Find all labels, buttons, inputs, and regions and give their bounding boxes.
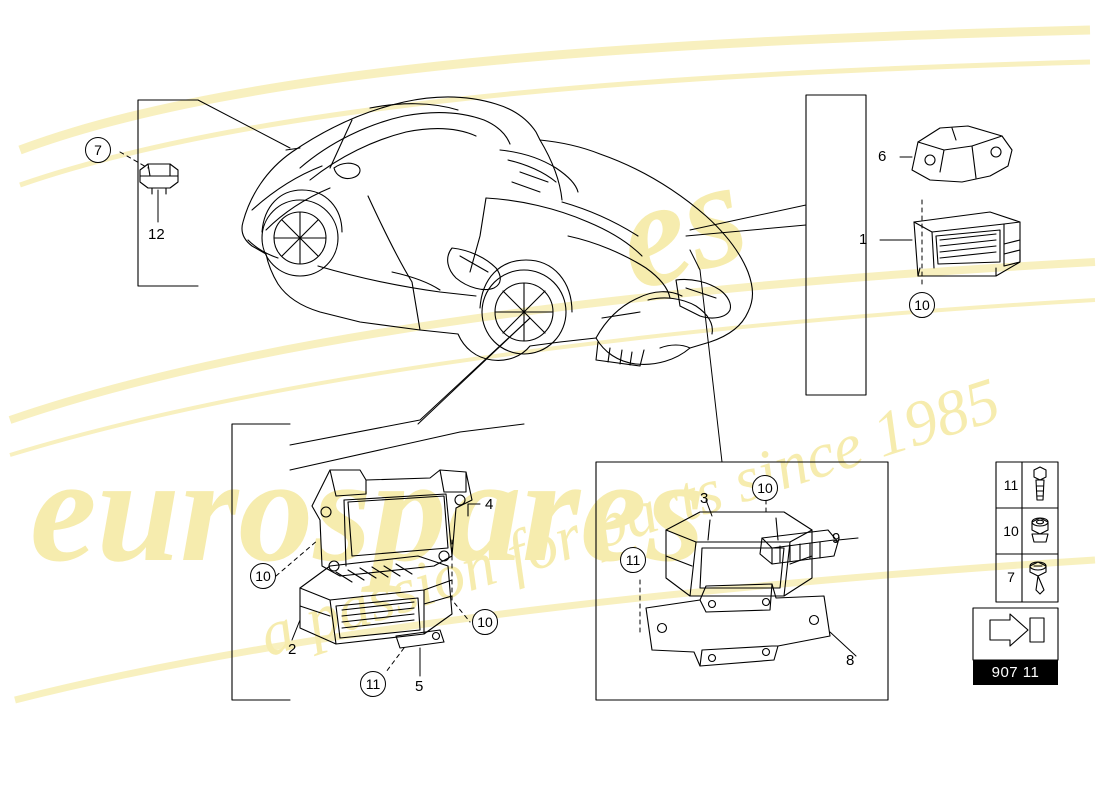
screw-icon — [1029, 561, 1047, 595]
callout-10-b[interactable]: 10 — [250, 563, 276, 589]
callout-8[interactable]: 8 — [846, 652, 855, 669]
group-box-bottom-left — [231, 317, 531, 701]
group-box-top-left — [119, 99, 291, 287]
arrow-marker-icon — [989, 613, 1045, 647]
callout-10-a[interactable]: 10 — [909, 292, 935, 318]
hex-nut-icon — [1031, 517, 1049, 543]
car-illustration — [241, 96, 754, 367]
callout-11-a[interactable]: 11 — [360, 671, 386, 697]
hex-bolt-icon — [1033, 466, 1047, 501]
callout-10-c[interactable]: 10 — [472, 609, 498, 635]
callout-3[interactable]: 3 — [700, 490, 709, 507]
callout-9[interactable]: 9 — [832, 530, 841, 547]
callout-7[interactable]: 7 — [85, 137, 111, 163]
callout-12[interactable]: 12 — [148, 226, 165, 243]
marker-box — [972, 607, 1059, 661]
legend-row-1-number: 10 — [1003, 523, 1019, 539]
callout-4[interactable]: 4 — [485, 496, 494, 513]
callout-1[interactable]: 1 — [859, 231, 868, 248]
group-box-bottom-right — [595, 249, 889, 701]
legend-table — [995, 461, 1059, 603]
callout-11-b[interactable]: 11 — [620, 547, 646, 573]
callout-6[interactable]: 6 — [878, 148, 887, 165]
callout-2[interactable]: 2 — [288, 641, 297, 658]
legend-row-0-number: 11 — [1003, 477, 1019, 493]
part-number-badge: 907 11 — [973, 660, 1058, 685]
callout-5[interactable]: 5 — [415, 678, 424, 695]
group-box-top-right — [685, 94, 1021, 396]
callout-10-d[interactable]: 10 — [752, 475, 778, 501]
legend-row-2-number: 7 — [1007, 569, 1015, 585]
